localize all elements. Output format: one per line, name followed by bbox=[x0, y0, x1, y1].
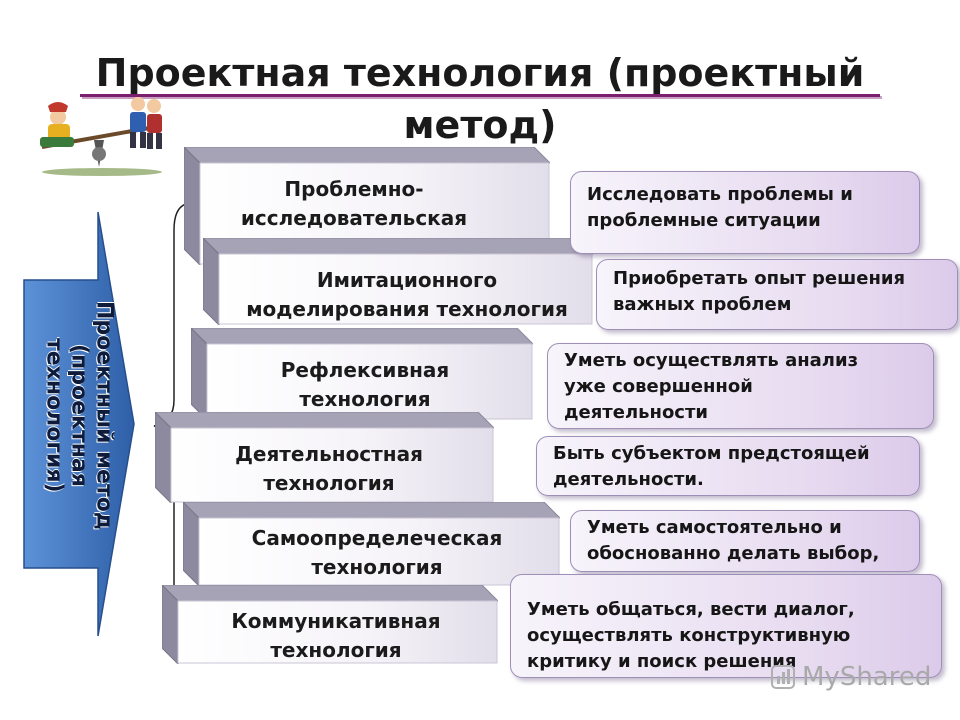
slab-label: Самоопределеческая технология bbox=[251, 526, 503, 579]
slab-label: Деятельностная технология bbox=[235, 442, 423, 495]
note-communicate: Уметь общаться, вести диалог, осуществля… bbox=[510, 574, 942, 678]
side-arrow-shape bbox=[23, 211, 135, 637]
watermark-text: MyShared bbox=[802, 662, 932, 692]
slab-simulation-modeling: Имитационного моделирования технология bbox=[203, 238, 593, 325]
title-underline bbox=[80, 94, 880, 97]
slab-label: Проблемно- исследовательская bbox=[240, 177, 468, 230]
note-be-subject: Быть субъектом предстоящей деятельности. bbox=[536, 436, 920, 496]
note-analyze-activity: Уметь осуществлять анализ уже совершенно… bbox=[547, 343, 934, 429]
watermark: MyShared bbox=[770, 662, 931, 692]
note-gain-experience: Приобретать опыт решения важных проблем bbox=[596, 259, 958, 330]
myshared-logo-icon bbox=[771, 665, 795, 689]
slab-activity: Деятельностная технология bbox=[155, 412, 494, 503]
slab-label: Рефлексивная технология bbox=[280, 358, 450, 411]
slab-self-determination: Самоопределеческая технология bbox=[183, 502, 560, 586]
slab-label: Имитационного моделирования технология bbox=[246, 268, 568, 321]
note-make-choice: Уметь самостоятельно и обоснованно делат… bbox=[570, 510, 920, 572]
title-line-1: Проектная технология (проектный bbox=[95, 51, 865, 95]
note-research-problems: Исследовать проблемы и проблемные ситуац… bbox=[570, 171, 920, 254]
title-line-2: метод) bbox=[403, 103, 557, 147]
kids-seesaw-clipart bbox=[40, 97, 162, 176]
side-arrow-label: Проектный метод (проектная технология) bbox=[41, 300, 117, 530]
slab-communicative: Коммуникативная технология bbox=[162, 585, 498, 664]
slab-label: Коммуникативная технология bbox=[231, 609, 441, 662]
slab-reflexive: Рефлексивная технология bbox=[191, 328, 533, 420]
